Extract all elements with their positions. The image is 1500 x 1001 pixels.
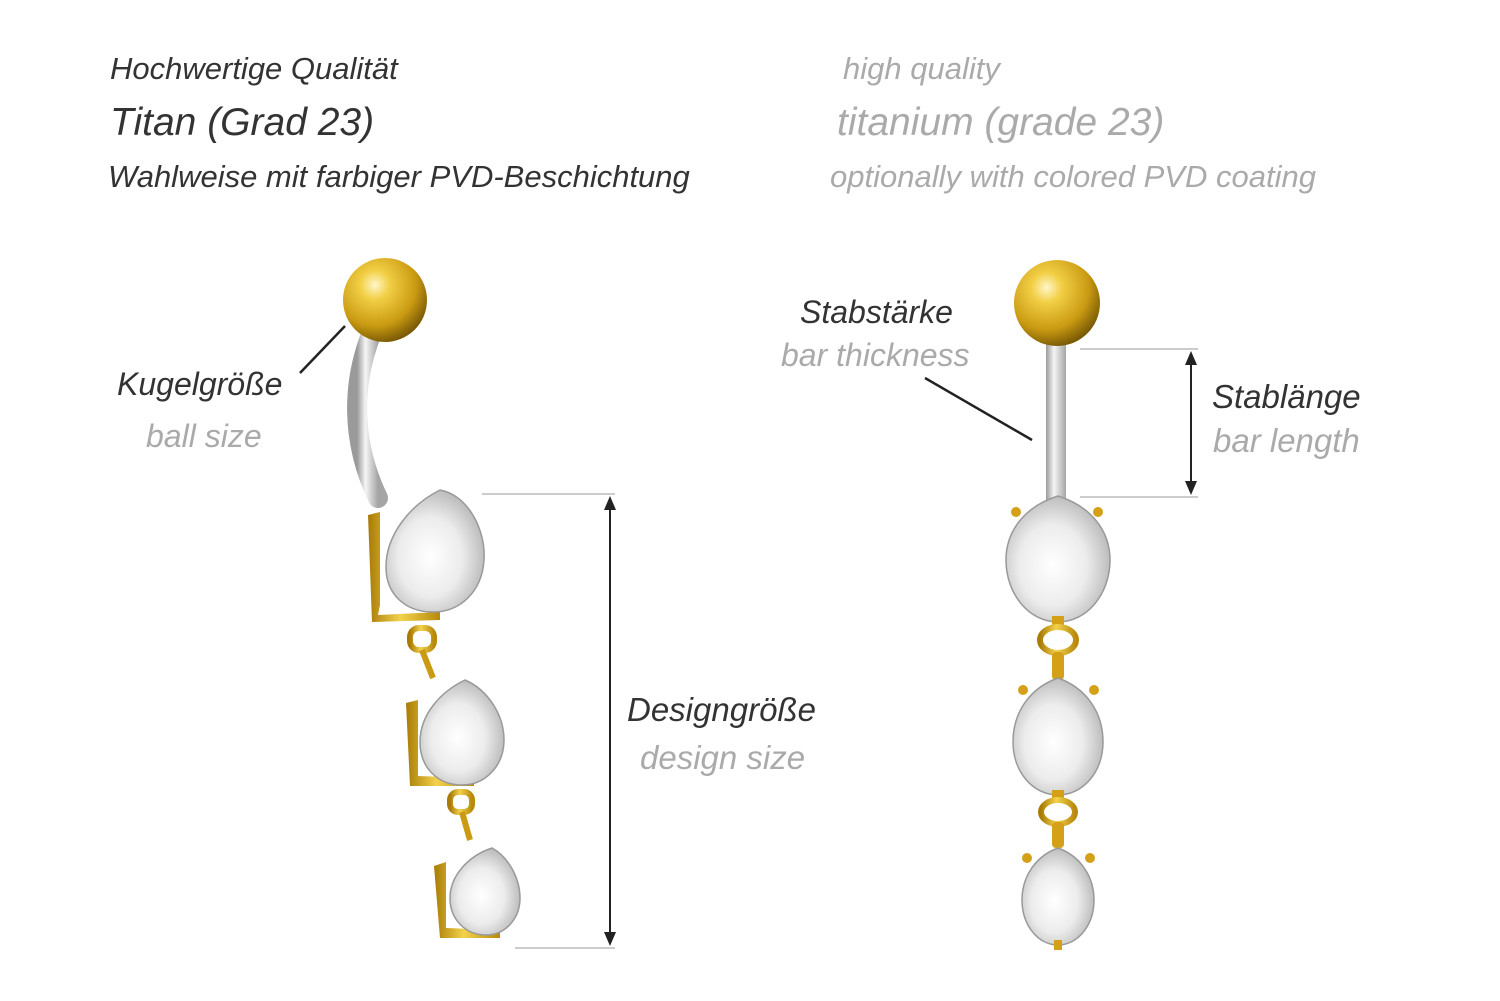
left-link-1b: [419, 648, 436, 680]
bar-length-label-en: bar length: [1213, 422, 1360, 459]
left-stone-1: [385, 489, 485, 613]
right-link-1: [1037, 624, 1079, 656]
right-stone-2: [1012, 677, 1104, 796]
bar-thickness-label-en: bar thickness: [781, 337, 970, 373]
design-size-dimension: [482, 493, 616, 949]
header-quality-en: high quality: [843, 51, 1000, 86]
ball-size-label-de: Kugelgröße: [117, 366, 283, 402]
header-coating-de: Wahlweise mit farbiger PVD-Beschichtung: [108, 159, 690, 194]
left-link-2b: [459, 811, 473, 841]
right-top-ball: [1014, 260, 1100, 346]
left-curved-bar: [347, 320, 388, 508]
design-size-label-en: design size: [640, 739, 806, 776]
right-piercing: [924, 260, 1111, 950]
left-piercing: [299, 258, 521, 938]
header-material-en: titanium (grade 23): [837, 101, 1165, 144]
bar-thickness-pointer: [924, 376, 1033, 442]
left-top-ball: [343, 258, 427, 342]
ball-size-label-en: ball size: [146, 418, 262, 454]
left-setting-1: [368, 512, 440, 622]
ball-size-pointer: [299, 325, 346, 374]
design-size-label-de: Designgröße: [627, 691, 816, 728]
header-coating-en: optionally with colored PVD coating: [830, 159, 1316, 194]
right-link-2: [1038, 797, 1078, 827]
header-quality-de: Hochwertige Qualität: [110, 51, 398, 86]
left-setting-2: [406, 700, 474, 786]
header-material-de: Titan (Grad 23): [110, 101, 375, 144]
left-link-1: [407, 625, 437, 653]
left-link-2: [447, 789, 475, 815]
right-straight-bar: [1046, 335, 1066, 500]
left-stone-3: [449, 847, 521, 936]
right-stone-3: [1021, 847, 1095, 946]
bar-thickness-label-de: Stabstärke: [800, 294, 953, 330]
bar-length-dimension: [1080, 348, 1198, 498]
bar-length-label-de: Stablänge: [1212, 378, 1361, 415]
left-stone-2: [419, 679, 505, 786]
